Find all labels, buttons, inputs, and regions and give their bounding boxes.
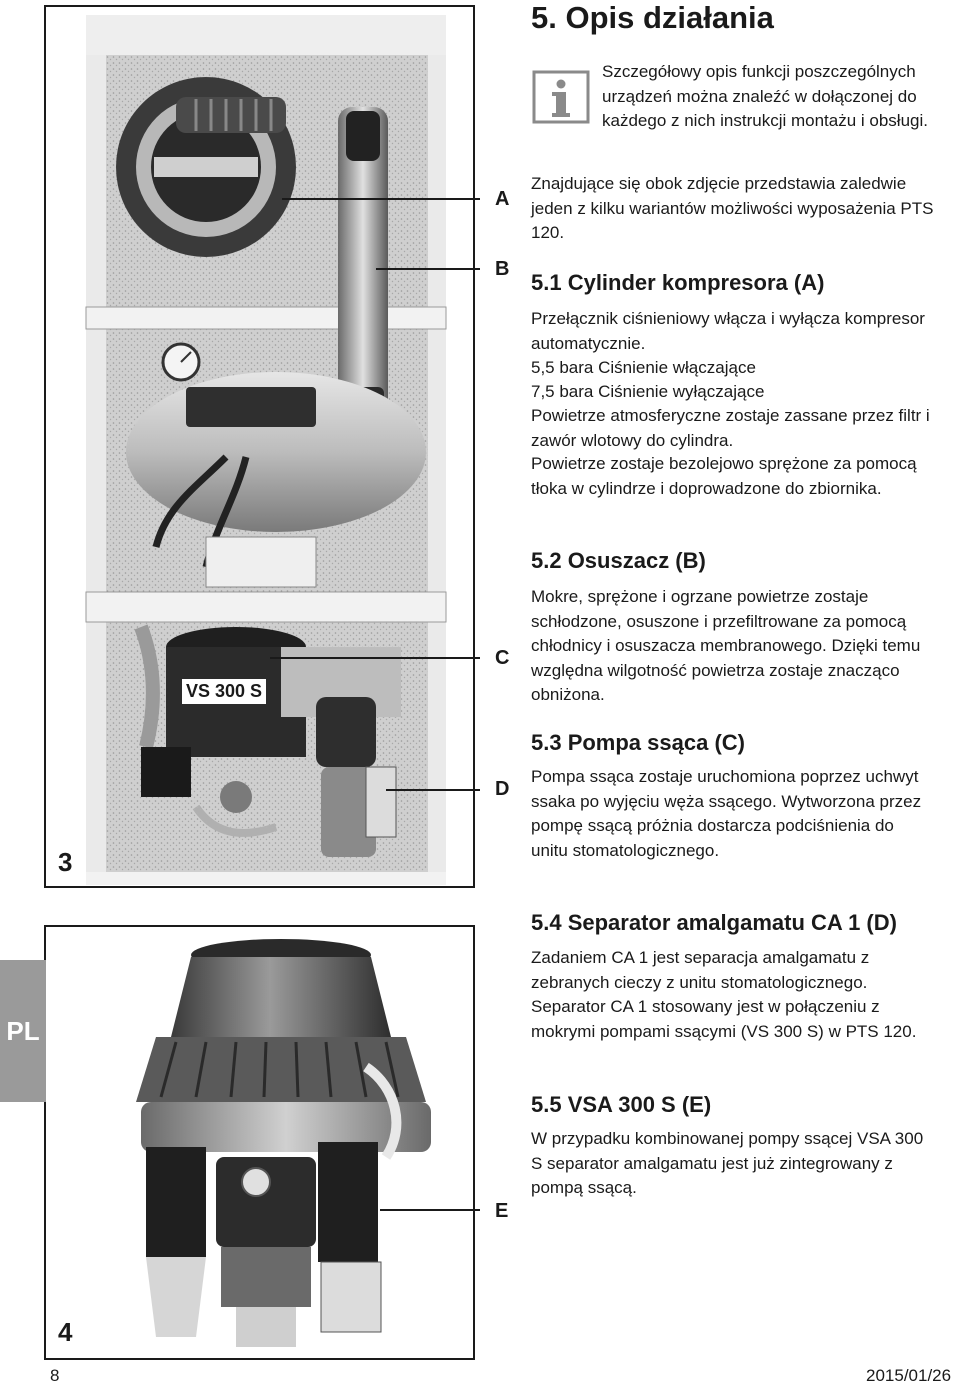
figure-4-photo: 4 (44, 925, 475, 1360)
callout-line-c (270, 657, 480, 659)
intro-text: Znajdujące się obok zdjęcie przedstawia … (531, 174, 934, 242)
callout-line-b (376, 268, 480, 270)
section-heading-5-3: 5.3 Pompa ssąca (C) (531, 730, 745, 755)
page-title: 5. Opis działania (531, 0, 774, 35)
callout-line-a (282, 198, 480, 200)
page-number: 8 (50, 1366, 60, 1385)
section-heading-5-2: 5.2 Osuszacz (B) (531, 548, 706, 573)
section-heading-5-1: 5.1 Cylinder kompresora (A) (531, 270, 825, 295)
callout-line-d (386, 789, 480, 791)
vs300s-label: VS 300 S (182, 679, 267, 704)
footer-date: 2015/01/26 (866, 1366, 952, 1385)
section-5-4-p1: Zadaniem CA 1 jest separacja amalgamatu … (531, 948, 917, 1041)
section-heading-5-4: 5.4 Separator amalgamatu CA 1 (D) (531, 910, 897, 935)
callout-b: B (495, 258, 510, 280)
callout-line-e (380, 1209, 480, 1211)
section-5-5-p1: W przypadku kombinowanej pompy ssącej VS… (531, 1129, 924, 1197)
section-5-1-p5: Powietrze zostaje bezolejowo sprężone za… (531, 454, 917, 498)
section-5-1-p1: Przełącznik ciśnieniowy włącza i wyłącza… (531, 309, 925, 353)
figure-3-number: 3 (58, 847, 73, 877)
info-note-text: Szczegółowy opis funkcji poszczególnych … (602, 62, 928, 130)
callout-a: A (495, 188, 510, 210)
language-tab: PL (0, 960, 46, 1102)
section-5-1-p4: Powietrze atmosferyczne zostaje zassane … (531, 406, 930, 450)
figure-3-photo: VS 300 S 3 (44, 5, 475, 888)
section-5-3-p1: Pompa ssąca zostaje uruchomiona poprzez … (531, 767, 922, 860)
section-5-1-p2: 5,5 bara Ciśnienie włączające (531, 358, 756, 377)
cabinet-photo-illustration (85, 15, 447, 885)
callout-d: D (495, 778, 510, 800)
callout-c: C (495, 647, 510, 669)
info-icon (532, 70, 590, 124)
section-5-1-p3: 7,5 bara Ciśnienie wyłączające (531, 382, 765, 401)
callout-e: E (495, 1200, 509, 1222)
figure-4-number: 4 (58, 1317, 73, 1347)
section-heading-5-5: 5.5 VSA 300 S (E) (531, 1092, 712, 1117)
section-5-2-p1: Mokre, sprężone i ogrzane powietrze zost… (531, 587, 921, 704)
vsa300s-photo-illustration (136, 939, 431, 1347)
